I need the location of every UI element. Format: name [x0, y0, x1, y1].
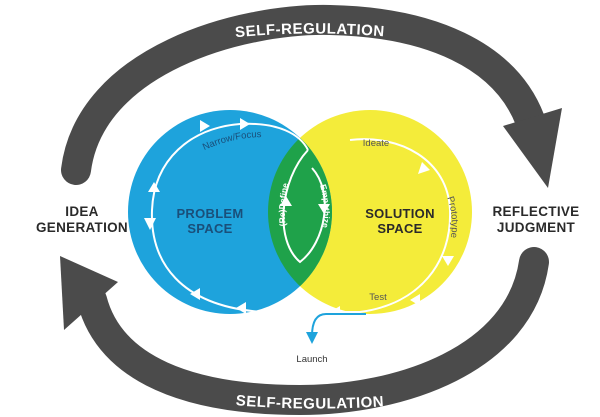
problem-space-label-2: SPACE	[187, 221, 232, 236]
bottom-self-regulation-arrow	[77, 247, 549, 416]
overlap-loop-path	[282, 149, 326, 264]
reflective-label: REFLECTIVE	[492, 204, 579, 219]
problem-flow-arrow-3	[200, 120, 210, 132]
solution-space-circle	[268, 110, 472, 314]
top-arc-label: SELF-REGULATION	[234, 20, 385, 41]
solution-flow-arrow-2	[442, 256, 454, 266]
solution-flow-arrow-3	[410, 294, 420, 306]
solution-space-label-1: SOLUTION	[365, 206, 435, 221]
empathize-label: Empathize	[318, 183, 332, 229]
problem-space-label-1: PROBLEM	[176, 206, 243, 221]
ideate-label: Ideate	[363, 138, 389, 149]
problem-flow-arrow-4	[240, 118, 250, 130]
solution-flow-path	[262, 138, 452, 313]
launch-label: Launch	[296, 354, 327, 365]
launch-arrowhead	[306, 332, 318, 344]
problem-flow-path	[150, 122, 309, 313]
judgment-label: JUDGMENT	[497, 220, 576, 235]
problem-space-circle	[128, 110, 332, 314]
overlap-loop-arrow-1	[280, 196, 292, 206]
idea-label: IDEA	[65, 204, 98, 219]
bottom-arc-label: SELF-REGULATION	[235, 392, 384, 412]
top-self-regulation-arrow	[61, 4, 545, 185]
test-label: Test	[369, 292, 387, 303]
problem-flow-arrow-2	[148, 182, 160, 192]
launch-line	[311, 313, 366, 337]
problem-flow-arrow-5	[190, 288, 200, 300]
problem-flow-arrow-6	[236, 302, 246, 314]
problem-flow-arrow-1	[144, 218, 156, 230]
overlap-loop-arrow-2	[318, 204, 330, 214]
solution-flow-arrow-1	[418, 162, 430, 174]
generation-label: GENERATION	[36, 220, 128, 235]
top-arrowhead	[503, 108, 562, 188]
bottom-arrowhead	[60, 256, 118, 330]
solution-space-label-2: SPACE	[377, 221, 422, 236]
